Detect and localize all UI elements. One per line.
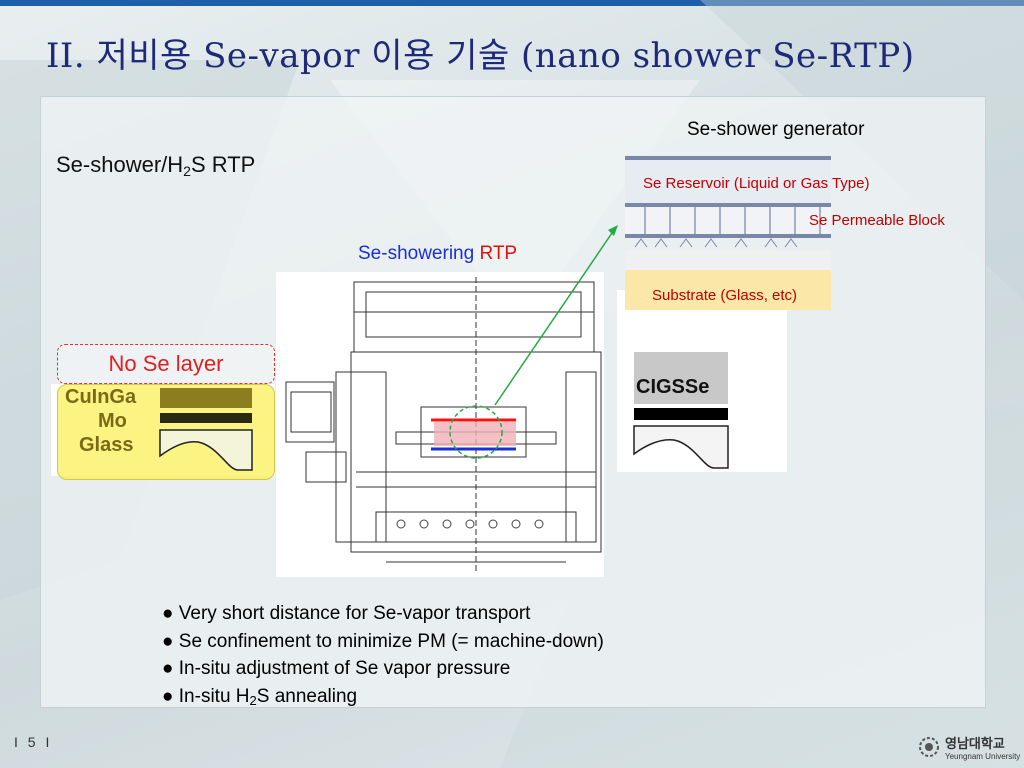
generator-drawing — [625, 155, 831, 310]
substrate-label: Substrate (Glass, etc) — [652, 287, 798, 304]
bullet-symbol: ● — [162, 603, 174, 624]
no-se-layer-label: No Se layer — [57, 344, 275, 384]
bullet-symbol: ● — [162, 685, 174, 707]
bullet-item: ● Se confinement to minimize PM (= machi… — [162, 628, 604, 656]
showering-label-red: RTP — [479, 243, 518, 264]
heading-sub: 2 — [183, 163, 191, 179]
section-heading: Se-shower/H2S RTP — [56, 152, 255, 179]
se-reservoir-label: Se Reservoir (Liquid or Gas Type) — [643, 175, 870, 192]
mo-label: Mo — [98, 410, 127, 432]
university-emblem-icon — [919, 737, 939, 757]
heading-part2: S RTP — [190, 152, 256, 177]
cuinga-layer — [160, 388, 252, 408]
heading-part1: Se-shower — [56, 152, 162, 177]
rtp-machine-drawing — [285, 277, 602, 572]
bullet-text: In-situ adjustment of Se vapor pressure — [178, 658, 511, 679]
logo-korean: 영남대학교 — [945, 736, 1005, 751]
cigsse-layer — [634, 352, 728, 404]
page-title: II. 저비용 Se-vapor 이용 기술 (nano shower Se-R… — [46, 36, 915, 76]
feature-bullet-list: ● Very short distance for Se-vapor trans… — [162, 600, 604, 714]
bullet-symbol: ● — [162, 658, 174, 679]
bullet-item: ● In-situ H2S annealing — [162, 683, 604, 715]
mo-back-contact-layer — [634, 408, 728, 420]
bullet-text-sub: 2 — [249, 692, 257, 708]
top-accent-bar — [0, 0, 1024, 6]
cigsse-label: CIGSSe — [636, 376, 710, 398]
cuinga-label: CuInGa — [65, 386, 137, 408]
page-number: I 5 I — [14, 734, 53, 750]
rtp-machine-diagram — [276, 272, 604, 577]
bullet-text-post: S annealing — [256, 685, 358, 707]
logo-english: Yeungnam University — [945, 752, 1021, 761]
bullet-item: ● In-situ adjustment of Se vapor pressur… — [162, 655, 604, 683]
bullet-text: Very short distance for Se-vapor transpo… — [178, 603, 531, 624]
bullet-text-pre: In-situ H — [178, 685, 250, 707]
heading-sep: /H — [161, 152, 184, 177]
bullet-text: Se confinement to minimize PM (= machine… — [178, 630, 604, 652]
showering-rtp-label: Se-showering RTP — [358, 243, 517, 265]
bullet-item: ● Very short distance for Se-vapor trans… — [162, 600, 604, 628]
mo-layer — [160, 413, 252, 423]
glass-label: Glass — [79, 434, 134, 456]
glass-layer — [159, 429, 253, 471]
se-shower-generator-diagram — [625, 155, 831, 310]
showering-label-blue: Se-showering — [358, 243, 480, 264]
cigsse-glass-layer — [633, 425, 729, 469]
bullet-symbol: ● — [162, 630, 174, 652]
se-permeable-block-label: Se Permeable Block — [809, 212, 945, 229]
generator-title: Se-shower generator — [687, 119, 865, 140]
university-logo: 영남대학교 Yeungnam University — [918, 733, 1020, 761]
